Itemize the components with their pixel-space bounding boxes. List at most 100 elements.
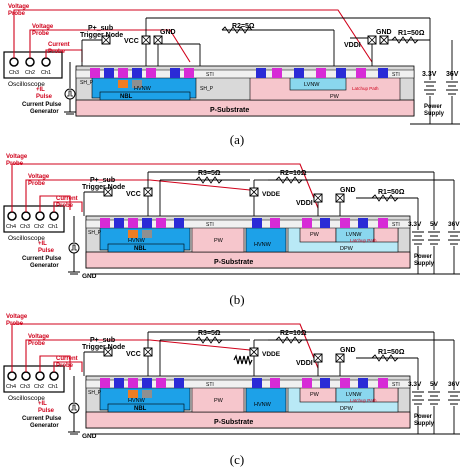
pw-label: PW [330,94,340,100]
voltage-probe-2-label: Voltage [28,334,50,340]
v36-label: 36V [448,381,460,388]
osc-ch1: Ch1 [48,224,58,230]
osc-ch3: Ch3 [20,384,30,390]
latchup-label: Latchup Path [350,398,377,403]
gnd-bottom-label: GND [82,433,97,440]
power-label: Power [424,104,443,110]
vdde-label: VDDE [262,351,281,358]
shp-label: SH_P [88,230,102,236]
shp-label: SH_P [88,390,102,396]
osc-ch3: Ch3 [20,224,30,230]
gnd-bottom-label: GND [82,273,97,280]
current-probe-label: Current [56,196,78,202]
gnd-label: GND [340,187,356,194]
sti-label: STI [206,72,214,78]
caption-c: (c) [229,452,245,467]
oscilloscope: Ch4 Ch3 Ch2 Ch1 Oscilloscope [3,205,65,242]
trigger-label: P+_sub [88,25,113,32]
power-b-label: Supply [414,261,435,267]
osc-ch2: Ch2 [34,224,44,230]
power-supply [412,231,460,245]
v5-label: 5V [430,221,439,228]
pulse-b-label: Pulse [38,248,55,254]
vddi-label: VDDI [296,360,313,367]
pulse-generator: +IL Pulse Current Pulse Generator GND [22,376,97,440]
vddi-label: VDDI [344,42,361,49]
vcc-label: VCC [126,351,141,358]
voltage-probe-1b-label: Probe [8,11,26,17]
panel-a-diagram: Ch3 Ch2 Ch1 Oscilloscope Voltage Probe V… [3,4,460,125]
panel-c: Ch4 Ch3 Ch2 Ch1 Oscilloscope Voltage Pro… [0,310,474,450]
generator-label: Current Pulse [22,102,62,108]
osc-ch3: Ch3 [9,70,19,76]
generator-label: Current Pulse [22,256,62,262]
hvnw-label: HVNW [134,86,152,92]
osc-ch1: Ch1 [48,384,58,390]
vdde-label: VDDE [262,191,281,198]
pulse-label: +IL [38,241,47,247]
current-probe-b-label: Probe [48,49,66,55]
current-probe-label: Current [48,42,70,48]
nbl-label: NBL [120,94,133,100]
power-b-label: Supply [414,421,435,427]
nbl-label: NBL [134,406,147,412]
node-terminals [101,35,389,45]
psub-label: P-Substrate [214,259,253,266]
pw2-label: PW [310,232,320,238]
pw-label: PW [214,238,224,244]
gnd-label: GND [340,347,356,354]
osc-ch2: Ch2 [25,70,35,76]
sti-label: STI [206,382,214,388]
current-probe-b-label: Probe [56,363,74,369]
v33-label: 3.3V [408,381,422,388]
sti2-label: STI [392,72,400,78]
panel-b-diagram: Ch4 Ch3 Ch2 Ch1 Oscilloscope Voltage Pro… [3,154,460,280]
current-probe-label: Current [56,356,78,362]
r3-label: R3=5Ω [198,330,221,337]
v33-label: 3.3V [422,71,437,78]
osc-label: Oscilloscope [8,395,45,402]
vddi-label: VDDI [296,200,313,207]
pulse-generator: +IL Pulse Current Pulse Generator GND [22,216,97,280]
vcc-label: VCC [126,191,141,198]
latchup-label: Latchup Path [352,86,379,91]
osc-label: Oscilloscope [8,235,45,242]
v36-label: 36V [448,221,460,228]
sti2-label: STI [392,382,400,388]
voltage-probe-2-label: Voltage [28,174,50,180]
panel-b: Ch4 Ch3 Ch2 Ch1 Oscilloscope Voltage Pro… [0,150,474,290]
r2-label: R2=10Ω [280,330,307,337]
generator-b-label: Generator [30,263,59,269]
pw-label: PW [214,398,224,404]
trigger-b-label: Trigger Node [80,32,123,39]
v36-label: 36V [446,71,459,78]
v33-label: 3.3V [408,221,422,228]
sti2-label: STI [392,222,400,228]
trigger-label: P+_sub [90,177,115,184]
node-terminals [103,187,345,203]
sti-label: STI [206,222,214,228]
generator-b-label: Generator [30,423,59,429]
voltage-probe-2b-label: Probe [28,181,46,187]
node-terminals [103,347,345,363]
shp2-label: SH_P [200,86,214,92]
dpw-label: DPW [340,246,354,252]
power-supply [424,81,458,95]
hvnw2-label: HVNW [254,242,272,248]
lvnw-label: LVNW [304,82,320,88]
power-label: Power [414,414,433,420]
voltage-probe-1b-label: Probe [6,161,24,167]
voltage-probe-1-label: Voltage [6,314,28,320]
voltage-probe-2b-label: Probe [28,341,46,347]
hvnw2-label: HVNW [254,402,272,408]
osc-ch4: Ch4 [6,224,16,230]
top-wiring [83,331,460,435]
trigger-label: P+_sub [90,337,115,344]
pulse-label: +IL [38,401,47,407]
osc-label: Oscilloscope [8,81,45,88]
pulse-generator: +IL Pulse Current Pulse Generator GND [22,62,93,118]
voltage-probe-wires [11,163,319,212]
r2-label: R2=5Ω [232,23,255,30]
pulse-label: +IL [36,87,45,93]
lvnw-label: LVNW [346,232,362,238]
